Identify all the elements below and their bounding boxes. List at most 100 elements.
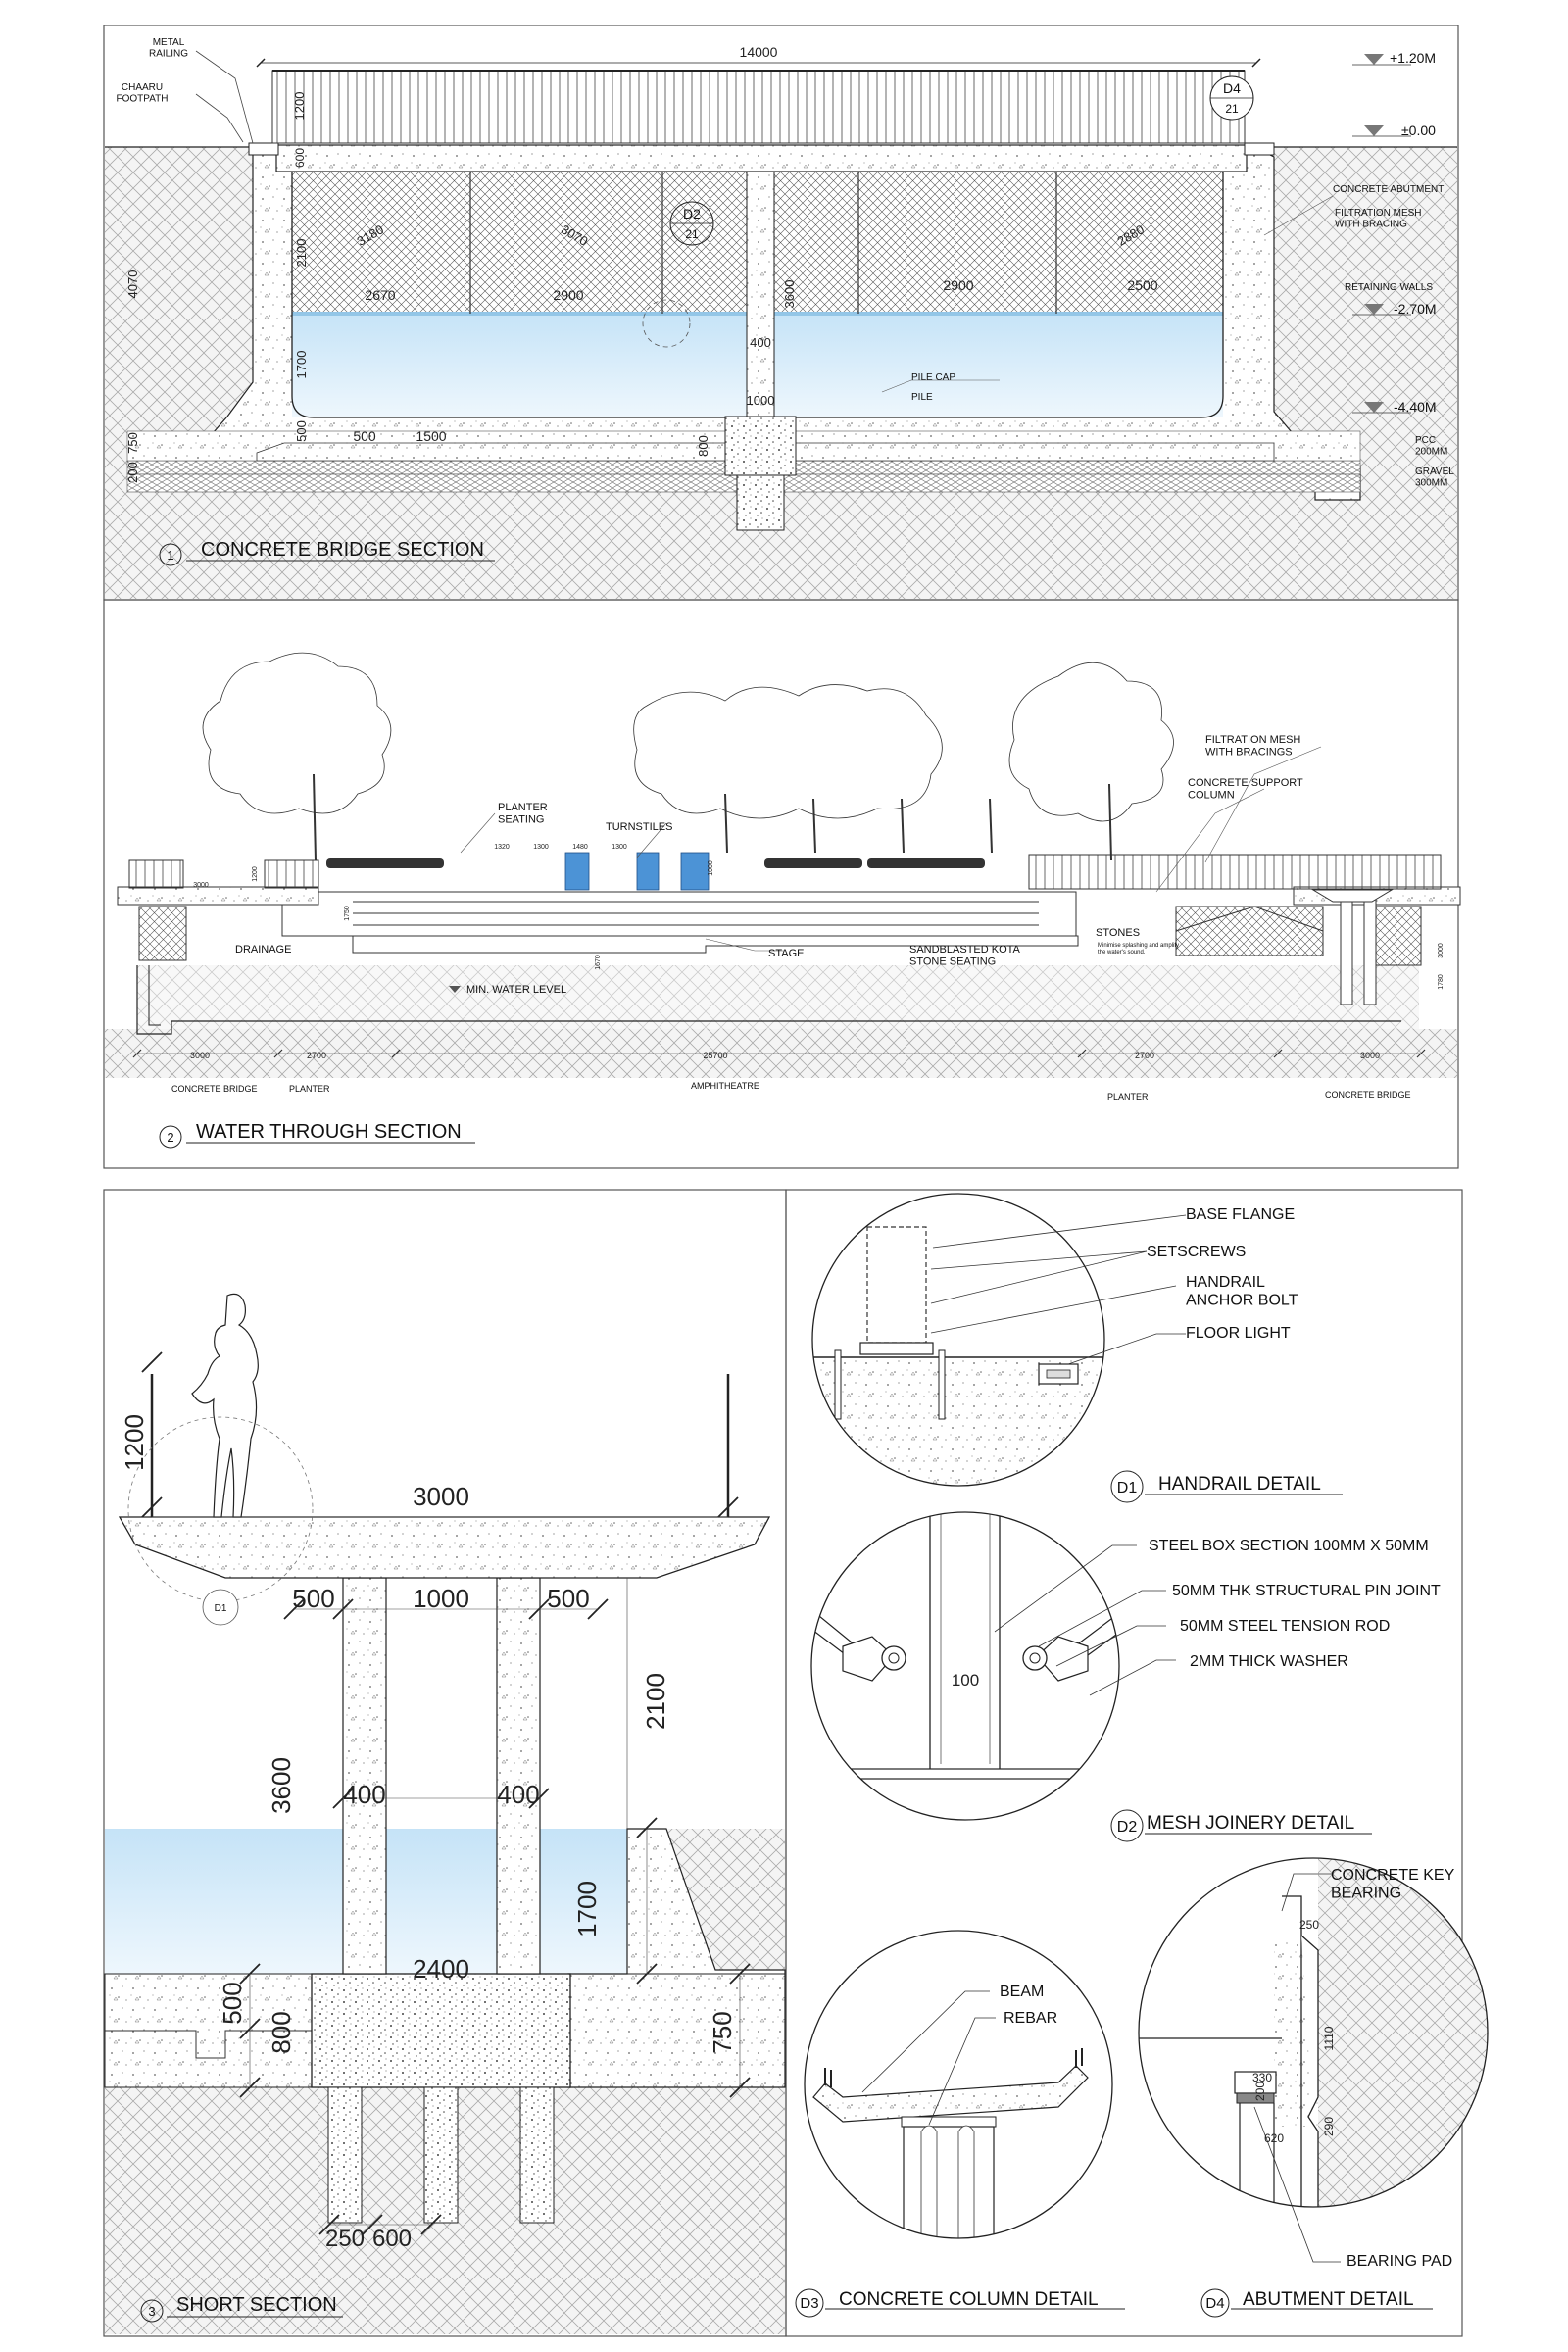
d3-title: CONCRETE COLUMN DETAIL bbox=[839, 2289, 1099, 2310]
small-dim-4: 1300 bbox=[612, 844, 627, 851]
s3-callout-d1: D1 bbox=[215, 1603, 227, 1614]
zone-dim-1: 3000 bbox=[190, 1051, 210, 1060]
d4-dim-250: 250 bbox=[1299, 1918, 1319, 1932]
d1-label-floor-light: FLOOR LIGHT bbox=[1186, 1325, 1291, 1342]
dim-base-b: 750 bbox=[125, 432, 140, 454]
dim-span: 14000 bbox=[740, 44, 778, 60]
section-1-title: CONCRETE BRIDGE SECTION bbox=[201, 539, 484, 561]
zone-dim-4: 2700 bbox=[1135, 1051, 1154, 1060]
s3-dim-inner: 2400 bbox=[413, 1954, 469, 1984]
zone-planter-left: PLANTER bbox=[289, 1084, 330, 1094]
dim-col-h: 3600 bbox=[782, 280, 797, 309]
s3-dim-mesh-h: 2100 bbox=[641, 1673, 670, 1730]
label-stones: STONES bbox=[1096, 927, 1140, 939]
label-concrete-abutment: CONCRETE ABUTMENT bbox=[1333, 184, 1444, 195]
d4-tag: D4 bbox=[1205, 2295, 1224, 2312]
small-dim-3: 1480 bbox=[572, 844, 588, 851]
zone-dim-5: 3000 bbox=[1360, 1051, 1380, 1060]
d4-title: ABUTMENT DETAIL bbox=[1243, 2289, 1414, 2310]
dim-water-h: 1700 bbox=[294, 351, 309, 379]
d4-dim-1110: 1110 bbox=[1322, 2026, 1336, 2050]
callout-d4-sheet: 21 bbox=[1225, 102, 1239, 116]
dim-bay-a: 2670 bbox=[365, 287, 395, 303]
s3-dim-cant-r: 500 bbox=[547, 1584, 589, 1613]
s3-dim-cant-l: 500 bbox=[292, 1584, 334, 1613]
dim-railing-h: 1200 bbox=[292, 92, 307, 121]
zone-bridge-left: CONCRETE BRIDGE bbox=[172, 1084, 258, 1094]
concrete-column-detail bbox=[795, 1930, 1125, 2318]
mesh-joinery-detail bbox=[810, 1511, 1372, 1842]
s3-dim-col-l: 400 bbox=[343, 1780, 385, 1809]
small-dim-11: 3000 bbox=[1438, 943, 1445, 958]
section-3-title: SHORT SECTION bbox=[176, 2294, 337, 2316]
d3-label-rebar: REBAR bbox=[1004, 2010, 1057, 2027]
s3-dim-pile-a: 250 bbox=[325, 2226, 365, 2252]
level-plus-120: +1.20M bbox=[1390, 50, 1436, 66]
d2-dim: 100 bbox=[952, 1671, 979, 1690]
dim-mesh-h: 2100 bbox=[294, 239, 309, 268]
zone-amphitheatre: AMPHITHEATRE bbox=[691, 1081, 760, 1091]
dim-500: 500 bbox=[353, 428, 376, 444]
label-drainage: DRAINAGE bbox=[235, 944, 291, 956]
d3-label-beam: BEAM bbox=[1000, 1984, 1044, 2000]
d4-dim-330: 330 bbox=[1252, 2071, 1272, 2084]
d2-label-washer: 2MM THICK WASHER bbox=[1190, 1653, 1348, 1670]
d2-label-tension-rod: 50MM STEEL TENSION ROD bbox=[1180, 1618, 1390, 1635]
d1-tag: D1 bbox=[1117, 1480, 1138, 1496]
label-min-water: MIN. WATER LEVEL bbox=[466, 984, 566, 996]
short-section bbox=[104, 1293, 786, 2334]
s3-dim-base: 500 bbox=[218, 1982, 247, 2024]
dim-base-l: 500 bbox=[294, 420, 309, 442]
label-pile-cap: PILE CAP bbox=[911, 372, 956, 383]
small-dim-10: 1780 bbox=[1438, 974, 1445, 990]
section-1-number: 1 bbox=[167, 548, 173, 563]
d1-label-base-flange: BASE FLANGE bbox=[1186, 1206, 1295, 1223]
level-minus-270: -2.70M bbox=[1394, 301, 1437, 317]
d4-label-bearing-pad: BEARING PAD bbox=[1347, 2253, 1452, 2270]
s3-dim-col-h: 3600 bbox=[267, 1757, 296, 1814]
label-turnstiles: TURNSTILES bbox=[606, 821, 672, 833]
water-through-section bbox=[105, 652, 1461, 1149]
zone-planter-right: PLANTER bbox=[1107, 1092, 1149, 1102]
zone-dim-3: 25700 bbox=[703, 1051, 727, 1060]
d2-tag: D2 bbox=[1117, 1819, 1138, 1836]
dim-cap-h: 800 bbox=[696, 435, 710, 457]
s3-dim-rail-h: 1200 bbox=[120, 1414, 149, 1471]
frame-section-2 bbox=[103, 599, 1459, 1169]
concrete-bridge-section bbox=[105, 50, 1457, 599]
s3-dim-cap: 800 bbox=[267, 2011, 296, 2053]
dim-bay-c: 2900 bbox=[943, 277, 973, 293]
dim-1500: 1500 bbox=[416, 428, 446, 444]
callout-d2-tag: D2 bbox=[683, 206, 701, 221]
dim-col-w: 400 bbox=[750, 335, 771, 350]
s3-dim-pile-b: 600 bbox=[372, 2226, 412, 2252]
small-dim-2: 1300 bbox=[533, 844, 549, 851]
dim-bay-d: 2500 bbox=[1127, 277, 1157, 293]
dim-base-c: 200 bbox=[125, 462, 140, 483]
zone-dim-2: 2700 bbox=[307, 1051, 326, 1060]
small-dim-9: 1670 bbox=[595, 955, 602, 970]
s3-dim-col-r: 400 bbox=[497, 1780, 539, 1809]
d2-label-pin-joint: 50MM THK STRUCTURAL PIN JOINT bbox=[1172, 1583, 1441, 1599]
d3-tag: D3 bbox=[800, 2295, 818, 2312]
level-minus-440: -4.40M bbox=[1394, 399, 1437, 415]
d2-title: MESH JOINERY DETAIL bbox=[1147, 1813, 1354, 1834]
level-zero: ±0.00 bbox=[1401, 122, 1436, 138]
section-2-number: 2 bbox=[167, 1130, 173, 1145]
small-dim-7: 1750 bbox=[344, 906, 351, 921]
label-retaining-walls: RETAINING WALLS bbox=[1345, 282, 1433, 293]
d4-dim-620: 620 bbox=[1264, 2132, 1284, 2145]
d1-label-setscrews: SETSCREWS bbox=[1147, 1244, 1246, 1260]
